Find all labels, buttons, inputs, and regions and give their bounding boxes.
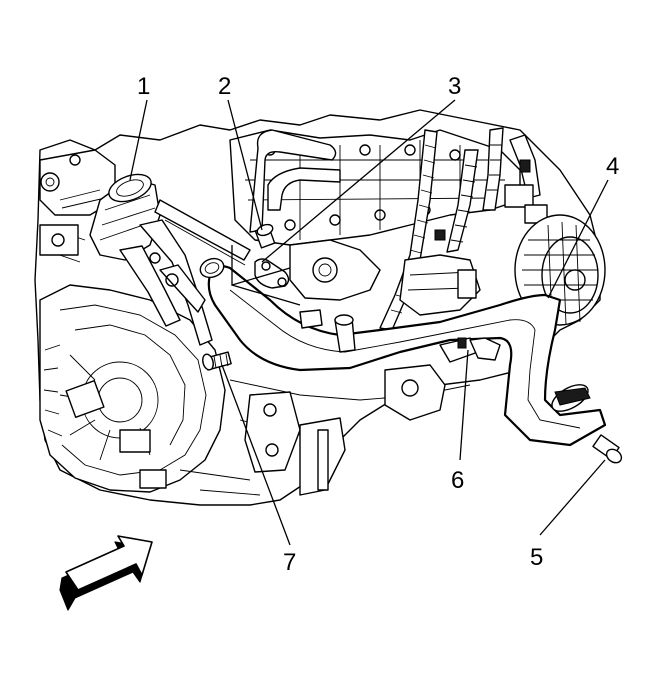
callout-5: 5 (530, 544, 543, 571)
oil-filter-housing (89, 173, 161, 261)
front-direction-arrow-icon (59, 535, 153, 611)
callout-7: 7 (283, 549, 296, 576)
coolant-pipe (199, 257, 607, 447)
bolt-item-5 (592, 434, 623, 464)
callout-3: 3 (448, 73, 461, 100)
pipe-bracket (439, 337, 501, 363)
engine-assembly (34, 109, 606, 506)
bolt-item-7 (202, 351, 232, 371)
leader-lines (129, 99, 609, 546)
callout-6: 6 (451, 467, 464, 494)
callout-2: 2 (218, 73, 231, 100)
callout-1: 1 (137, 73, 150, 100)
callouts: 1 2 3 4 5 6 7 (137, 73, 619, 576)
callout-4: 4 (606, 153, 619, 180)
